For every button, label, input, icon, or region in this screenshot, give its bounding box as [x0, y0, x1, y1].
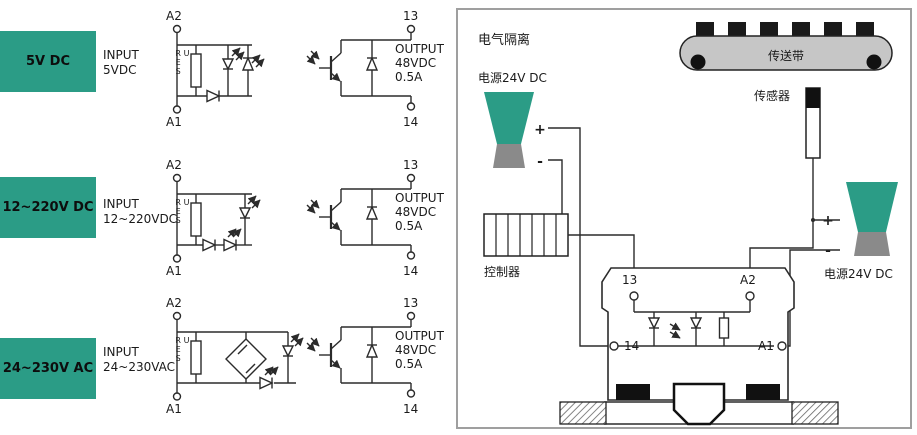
- controller-label: 控制器: [484, 265, 520, 279]
- input-caption-line2: 24~230VAC: [103, 360, 175, 374]
- resistor-label: U RES: [173, 336, 191, 363]
- power-supply-right: + - 电源24V DC: [822, 182, 898, 281]
- din-rail: [559, 382, 839, 426]
- circuit-row-12-220vdc: 12~220V DC: [0, 152, 455, 297]
- output-caption-line3: 0.5A: [395, 70, 423, 84]
- belt-wheel-left: [690, 54, 706, 70]
- rail-section-right: [791, 401, 839, 425]
- series-resistor: [190, 202, 202, 237]
- input-caption-line2: 5VDC: [103, 63, 136, 77]
- minus-terminal-label: -: [825, 243, 831, 259]
- led: [238, 207, 252, 220]
- output-circuit: [306, 24, 416, 111]
- diagram-title: 电气隔离: [478, 32, 530, 48]
- module-terminal-14: 14: [624, 339, 639, 353]
- module-terminal-a2: A2: [740, 273, 756, 287]
- output-caption-line1: OUTPUT: [395, 42, 445, 56]
- power-left-label: 电源24V DC: [478, 71, 547, 85]
- series-resistor: [190, 53, 202, 88]
- module-foot-left: [616, 384, 650, 400]
- terminal-label-13: 13: [403, 158, 418, 172]
- circuit-row-24-230vac: 24~230V AC: [0, 290, 455, 435]
- terminal-label-a2: A2: [166, 158, 182, 172]
- power-right-base: [854, 232, 890, 256]
- controller: 控制器: [483, 213, 569, 279]
- output-caption-line3: 0.5A: [395, 219, 423, 233]
- output-caption-line1: OUTPUT: [395, 191, 445, 205]
- rail-section-left: [559, 401, 607, 425]
- minus-terminal-label: -: [537, 154, 543, 170]
- terminal-label-a1: A1: [166, 402, 182, 416]
- input-circuit: [172, 24, 265, 114]
- led: [223, 238, 238, 252]
- module-outline: [601, 267, 795, 401]
- resistor-label: U RES: [173, 198, 191, 225]
- input-caption-line1: INPUT: [103, 345, 140, 359]
- freewheel-diode: [365, 56, 379, 71]
- circuit-schematic-5vdc: A2 A1 13 14 INPUT 5VDC OUTPUT 48VDC 0.5A: [103, 9, 445, 129]
- wire-junction: [811, 218, 815, 222]
- relay-module: 13 A2 14 A1: [601, 267, 795, 401]
- terminal-label-a1: A1: [166, 264, 182, 278]
- terminal-label-a2: A2: [166, 9, 182, 23]
- rail-clip: [672, 382, 726, 426]
- terminal-label-14: 14: [403, 264, 418, 278]
- led: [221, 58, 235, 71]
- power-left-base: [493, 144, 525, 168]
- resistor-label: U RES: [173, 49, 191, 76]
- output-caption-line1: OUTPUT: [395, 329, 445, 343]
- diode: [206, 89, 221, 103]
- output-caption-line2: 48VDC: [395, 343, 436, 357]
- application-diagram-panel: 电气隔离 传送带 传感器 电源24V: [456, 8, 912, 429]
- terminal-label-14: 14: [403, 402, 418, 416]
- terminal-label-14: 14: [403, 115, 418, 129]
- power-left-body: [484, 92, 534, 144]
- terminal-label-a2: A2: [166, 296, 182, 310]
- series-resistor: [190, 340, 202, 375]
- terminal-label-13: 13: [403, 296, 418, 310]
- input-circuit: [172, 311, 304, 401]
- input-circuit: [172, 173, 261, 263]
- output-circuit: [306, 173, 416, 260]
- voltage-variant-badge: 5V DC: [0, 31, 96, 92]
- controller-box: [483, 213, 569, 257]
- power-right-label: 电源24V DC: [824, 267, 893, 281]
- diode: [202, 238, 217, 252]
- input-caption-line1: INPUT: [103, 48, 140, 62]
- belt-wheel-right: [866, 54, 882, 70]
- power-right-body: [846, 182, 898, 232]
- module-terminal-a1: A1: [758, 339, 774, 353]
- plus-terminal-label: +: [822, 213, 834, 229]
- sensor: 传感器: [754, 87, 821, 159]
- led: [241, 56, 255, 71]
- output-caption-line2: 48VDC: [395, 205, 436, 219]
- freewheel-diode: [365, 343, 379, 358]
- output-caption-line2: 48VDC: [395, 56, 436, 70]
- conveyor-label: 传送带: [768, 48, 804, 63]
- output-circuit: [306, 311, 416, 398]
- circuit-schematic-24-230vac: A2 A1 13 14 INPUT 24~230VAC OUTPUT 48VDC…: [103, 296, 445, 416]
- power-supply-left: 电源24V DC + -: [478, 71, 547, 170]
- voltage-variant-badge: 24~230V AC: [0, 338, 96, 399]
- plus-terminal-label: +: [534, 122, 546, 138]
- terminal-label-13: 13: [403, 9, 418, 23]
- sensor-head: [806, 88, 820, 108]
- freewheel-diode: [365, 205, 379, 220]
- terminal-label-a1: A1: [166, 115, 182, 129]
- output-caption-line3: 0.5A: [395, 357, 423, 371]
- application-diagram: 电气隔离 传送带 传感器 电源24V: [478, 22, 898, 426]
- module-foot-right: [746, 384, 780, 400]
- module-internal-circuit: [609, 291, 787, 351]
- voltage-variant-badge: 12~220V DC: [0, 177, 96, 238]
- conveyor-belt: 传送带: [679, 22, 893, 71]
- led: [259, 376, 274, 390]
- led: [281, 345, 295, 358]
- module-terminal-13: 13: [622, 273, 637, 287]
- input-caption-line1: INPUT: [103, 197, 140, 211]
- sensor-label: 传感器: [754, 88, 790, 103]
- circuit-row-5vdc: 5V DC: [0, 3, 455, 148]
- circuit-schematic-12-220vdc: A2 A1 13 14 INPUT 12~220VDC OUTPUT 48VDC…: [103, 158, 445, 278]
- input-caption-line2: 12~220VDC: [103, 212, 177, 226]
